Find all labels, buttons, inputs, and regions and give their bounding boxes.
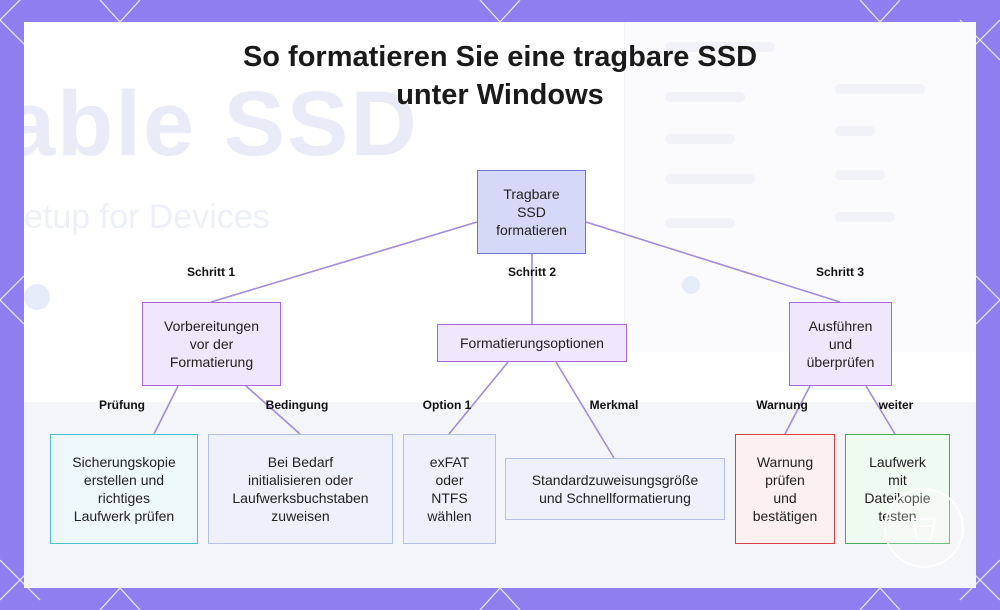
leaf-node-warning: Warnung prüfen und bestätigen bbox=[735, 434, 835, 544]
edge-label-leaf6: weiter bbox=[878, 398, 914, 412]
edge-label-leaf3: Option 1 bbox=[422, 398, 472, 412]
background-watermark: etup for Devices bbox=[24, 198, 270, 236]
leaf-node-filesystem: exFAT oder NTFS wählen bbox=[403, 434, 496, 544]
edge-label-step2: Schritt 2 bbox=[507, 265, 557, 279]
edge-label-step1: Schritt 1 bbox=[186, 265, 236, 279]
edge-label-leaf4: Merkmal bbox=[589, 398, 639, 412]
step-node-options: Formatierungsoptionen bbox=[437, 324, 627, 362]
leaf-node-allocation: Standardzuweisungsgröße und Schnellforma… bbox=[505, 458, 725, 520]
background-dot bbox=[24, 284, 50, 310]
logo-icon bbox=[911, 518, 937, 540]
step-node-preparation: Vorbereitungen vor der Formatierung bbox=[142, 302, 281, 386]
watermark-badge bbox=[884, 488, 964, 568]
leaf-node-backup: Sicherungskopie erstellen und richtiges … bbox=[50, 434, 198, 544]
leaf-node-initialize: Bei Bedarf initialisieren oder Laufwerks… bbox=[208, 434, 393, 544]
background-watermark: able SSD bbox=[24, 73, 419, 175]
edge-label-step3: Schritt 3 bbox=[815, 265, 865, 279]
background-dot bbox=[682, 276, 700, 294]
edge-label-leaf2: Bedingung bbox=[265, 398, 329, 412]
step-node-execute: Ausführen und überprüfen bbox=[789, 302, 892, 386]
diagram-title: So formatieren Sie eine tragbare SSD unt… bbox=[242, 41, 758, 111]
edge-label-leaf1: Prüfung bbox=[99, 398, 145, 412]
edge-label-leaf5: Warnung bbox=[756, 398, 808, 412]
root-node: Tragbare SSD formatieren bbox=[477, 170, 586, 254]
